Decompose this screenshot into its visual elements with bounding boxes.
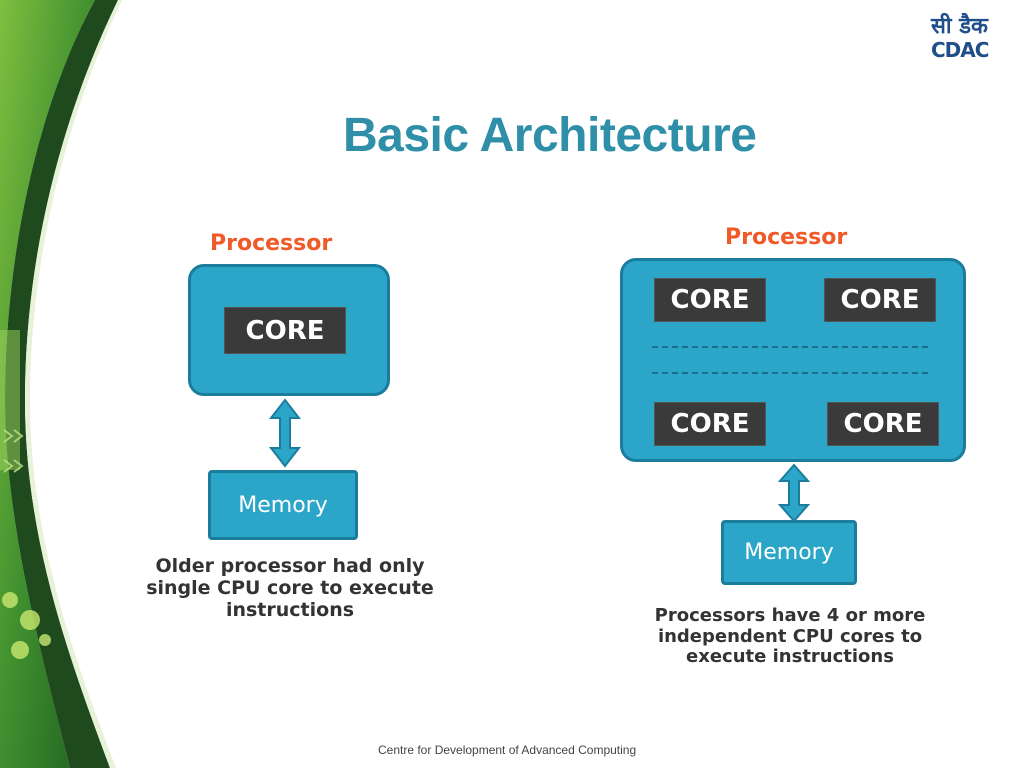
dashed-divider (652, 372, 928, 374)
cdac-logo-hindi: सी डैक (931, 14, 988, 39)
multi-core-memory: Memory (721, 520, 857, 585)
multi-core-core-1: CORE (655, 279, 765, 321)
slide-title: Basic Architecture (343, 109, 757, 162)
multi-core-processor-label: Processor (725, 225, 848, 250)
single-core-memory: Memory (208, 470, 358, 540)
multi-core-core-2: CORE (825, 279, 935, 321)
multi-core-core-3: CORE (655, 403, 765, 445)
dashed-divider (652, 346, 928, 348)
multi-core-core-4: CORE (828, 403, 938, 445)
single-core-core: CORE (225, 308, 345, 353)
single-core-caption: Older processor had only single CPU core… (146, 555, 434, 621)
multi-core-bidirectional-arrow-icon (777, 463, 811, 523)
multi-core-caption: Processors have 4 or more independent CP… (654, 605, 926, 668)
single-core-bidirectional-arrow-icon (268, 398, 302, 468)
cdac-logo: CDAC (931, 38, 989, 62)
single-core-processor-label: Processor (210, 231, 333, 256)
footer-text: Centre for Development of Advanced Compu… (378, 743, 637, 757)
